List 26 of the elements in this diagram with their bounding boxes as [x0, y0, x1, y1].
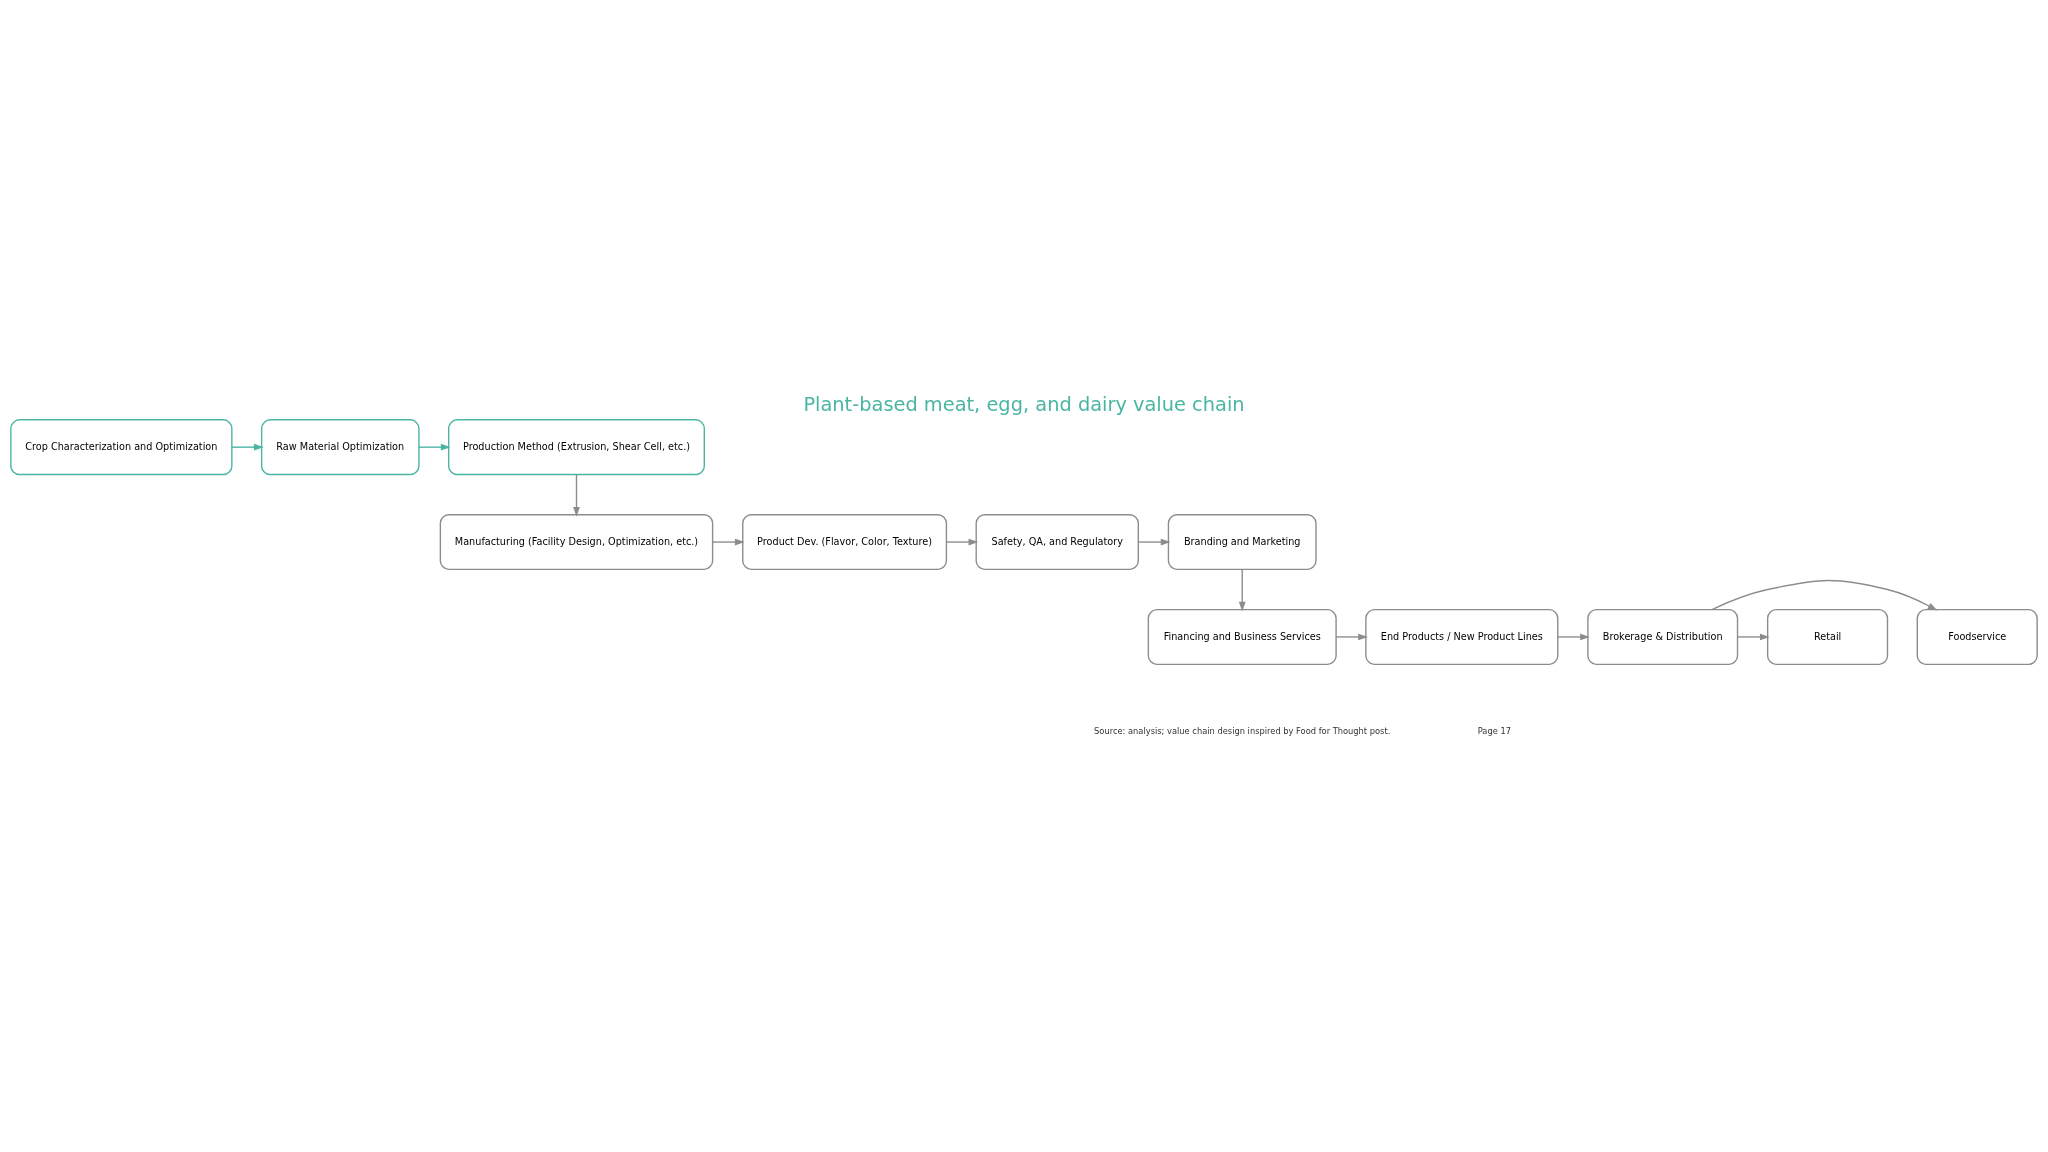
node-box: Crop Characterization and Optimization [10, 419, 233, 476]
node-box: End Products / New Product Lines [1365, 608, 1559, 665]
node-box: Product Dev. (Flavor, Color, Texture) [742, 514, 948, 571]
arrow [573, 473, 580, 517]
node-box: Raw Material Optimization [260, 419, 420, 476]
arrow [1711, 579, 1938, 611]
label: Source: analysis; value chain design inspired by Food for Thought post. [1094, 726, 1391, 737]
arrow [1557, 633, 1590, 641]
node-box: Brokerage & Distribution [1587, 608, 1739, 665]
arrow [1137, 538, 1171, 546]
arrow [231, 443, 264, 451]
node-box: Manufacturing (Facility Design, Optimization, etc.) [439, 514, 714, 571]
arrow [1238, 568, 1246, 612]
node-box: Retail [1766, 608, 1889, 665]
node-box: Production Method (Extrusion, Shear Cell, etc.) [448, 419, 705, 476]
label: Page 17 [1477, 726, 1512, 737]
node-box: Branding and Marketing [1167, 514, 1317, 571]
diagram-title: Plant-based meat, egg, and dairy value chain [803, 393, 1245, 417]
arrow [945, 538, 979, 546]
node-box: Financing and Business Services [1147, 608, 1337, 665]
arrow [1335, 633, 1368, 641]
arrow [418, 443, 451, 451]
arrow [711, 538, 745, 546]
arrow [1737, 633, 1770, 641]
node-box: Foodservice [1916, 608, 2038, 665]
node-box: Safety, QA, and Regulatory [975, 514, 1139, 571]
